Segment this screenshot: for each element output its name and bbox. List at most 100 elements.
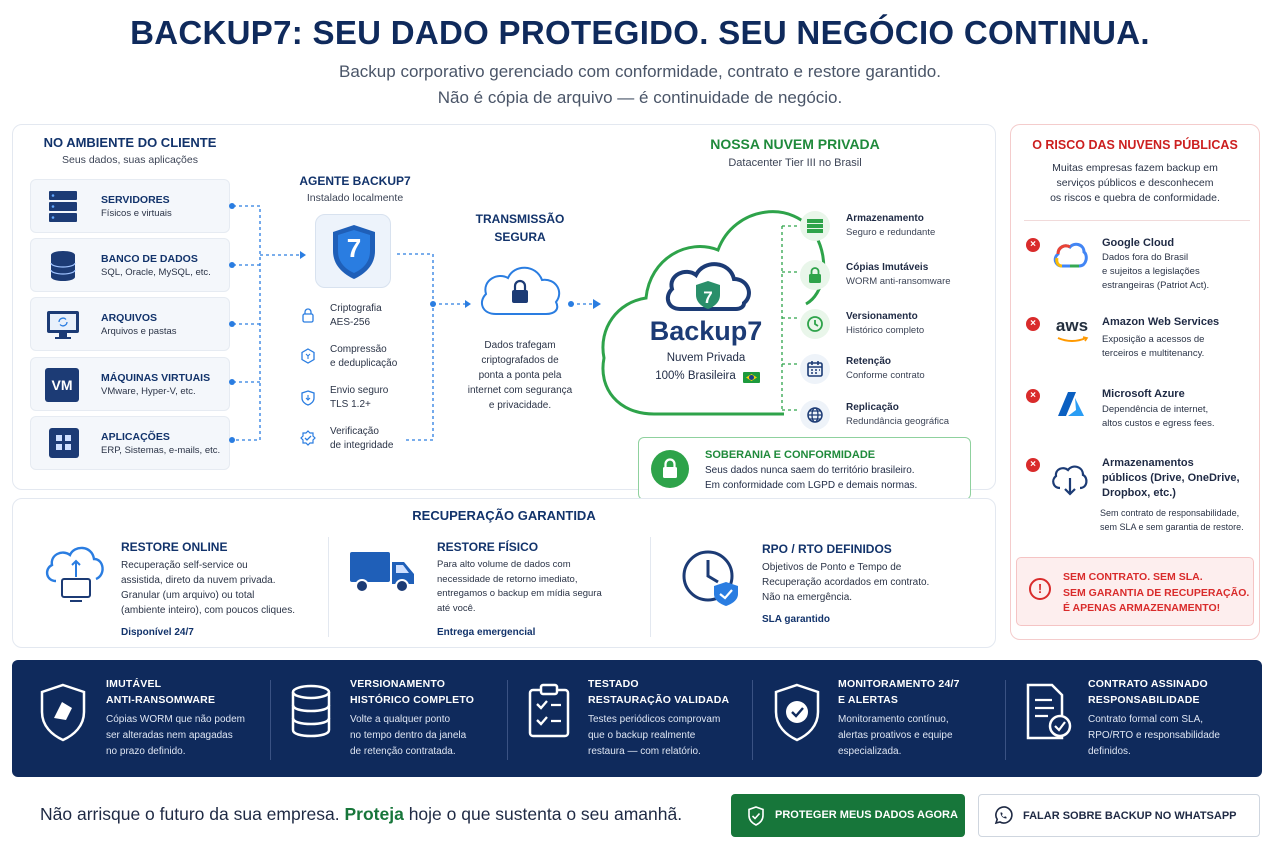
cloud-restore-icon — [45, 546, 104, 602]
client-item-title: MÁQUINAS VIRTUAIS — [101, 372, 211, 384]
agent-feature: Verificação de integridade — [330, 425, 393, 453]
risk-item-title: Armazenamentos públicos (Drive, OneDrive,… — [1102, 456, 1250, 501]
risk-item-title: Amazon Web Services — [1102, 316, 1220, 328]
cloud-item-title: Cópias Imutáveis — [846, 262, 929, 273]
whatsapp-button[interactable]: FALAR SOBRE BACKUP NO WHATSAPP — [978, 794, 1260, 837]
benefit-desc-line: de retenção contratada. — [350, 746, 456, 757]
recovery-item-desc-line: Para alto volume de dados com — [437, 559, 571, 570]
clipboard-check-icon — [528, 683, 570, 738]
globe-icon — [800, 400, 830, 430]
risk-item-desc-line: Dependência de internet, — [1102, 404, 1209, 415]
check-badge-icon — [300, 430, 316, 446]
clock-shield-icon — [682, 550, 738, 606]
risk-item-desc-line: terceiros e multitenancy. — [1102, 348, 1205, 359]
client-item-title: BANCO DE DADOS — [101, 253, 198, 265]
close-icon: × — [1026, 389, 1040, 403]
cloud-item-versioning: Versionamento Histórico completo — [800, 307, 990, 345]
vm-icon: VM — [45, 368, 79, 402]
protect-data-button[interactable]: PROTEGER MEUS DADOS AGORA — [731, 794, 965, 837]
client-item-sub: SQL, Oracle, MySQL, etc. — [101, 267, 211, 278]
monitor-shield-icon — [774, 683, 820, 742]
client-item-sub: Arquivos e pastas — [101, 326, 177, 337]
risk-alert: ! SEM CONTRATO. SEM SLA. SEM GARANTIA DE… — [1016, 557, 1254, 626]
risk-item-desc: Exposição a acessos de terceiros e multit… — [1102, 333, 1252, 361]
recovery-item-title: RESTORE ONLINE — [121, 540, 228, 554]
recovery-item-foot: SLA garantido — [762, 614, 830, 625]
benefit-title-line: E ALERTAS — [838, 694, 899, 706]
cloud-item-sub: Redundância geográfica — [846, 416, 949, 427]
client-item-files: ARQUIVOS Arquivos e pastas — [30, 297, 230, 351]
risk-alert-line: SEM GARANTIA DE RECUPERAÇÃO. — [1063, 586, 1250, 599]
agent-feature-line2: de integridade — [330, 440, 394, 451]
client-item-sub: ERP, Sistemas, e-mails, etc. — [101, 445, 221, 456]
cloud-item-title: Versionamento — [846, 311, 918, 322]
benefit-desc-line: definidos. — [1088, 746, 1131, 757]
agent-shield-icon — [333, 225, 375, 279]
cloud-item-sub: Seguro e redundante — [846, 227, 936, 238]
transmission-desc-line: Dados trafegam — [484, 340, 556, 351]
monitor-icon — [47, 311, 79, 339]
cloud-download-icon — [1052, 465, 1088, 496]
cloud-item-sub: WORM anti-ransomware — [846, 276, 951, 287]
recovery-item-desc-line: Recuperação self-service ou — [121, 560, 248, 571]
risk-item-desc: Sem contrato de responsabilidade,sem SLA… — [1100, 506, 1250, 534]
sovereignty-line-2: Em conformidade com LGPD e demais normas… — [705, 480, 918, 491]
transmission-desc-line: internet com segurança — [467, 385, 573, 396]
benefit-title-line: ANTI-RANSOMWARE — [106, 694, 216, 706]
risk-item-title-line: Armazenamentos — [1102, 457, 1194, 469]
protect-data-button-label: PROTEGER MEUS DADOS AGORA — [775, 809, 958, 821]
alert-icon: ! — [1029, 578, 1051, 600]
transmission-title-2: SEGURA — [494, 230, 546, 244]
cloud-item-immutable: Cópias Imutáveis WORM anti-ransomware — [800, 258, 990, 296]
client-connectors — [233, 205, 306, 441]
risk-item-desc-line: Sem contrato de responsabilidade, — [1100, 508, 1240, 518]
cta-text: Não arrisque o futuro da sua empresa. Pr… — [40, 804, 682, 825]
shield-icon — [301, 390, 315, 406]
client-item-title: SERVIDORES — [101, 194, 170, 206]
connector-dot — [229, 379, 235, 385]
whatsapp-button-label: FALAR SOBRE BACKUP NO WHATSAPP — [1023, 810, 1237, 822]
benefit-desc-line: ser alteradas nem apagadas — [106, 730, 233, 741]
divider — [650, 537, 651, 637]
risk-intro-line: os riscos e quebra de conformidade. — [1050, 192, 1220, 204]
risk-item-desc-line: Exposição a acessos de — [1102, 334, 1205, 345]
backup7-cloud-logo-icon: 7 — [665, 262, 751, 311]
risk-item-title-line: públicos (Drive, OneDrive, — [1102, 472, 1240, 484]
agent-connectors — [397, 253, 601, 441]
cloud-item-title: Armazenamento — [846, 213, 924, 224]
server-icon — [49, 191, 77, 222]
shield-check-icon — [748, 806, 764, 826]
client-title: NO AMBIENTE DO CLIENTE — [43, 135, 217, 150]
cloud-item-title: Retenção — [846, 356, 892, 367]
sovereignty-line-1: Seus dados nunca saem do território bras… — [705, 465, 915, 476]
agent-subtitle: Instalado localmente — [306, 192, 404, 204]
client-item-vms: VM MÁQUINAS VIRTUAIS VMware, Hyper-V, et… — [30, 357, 230, 411]
page-title: BACKUP7: SEU DADO PROTEGIDO. SEU NEGÓCIO… — [130, 14, 1150, 51]
risk-alert-line: É APENAS ARMAZENAMENTO! — [1063, 602, 1221, 614]
benefit-desc-line: especializada. — [838, 746, 902, 757]
client-item-databases: BANCO DE DADOS SQL, Oracle, MySQL, etc. — [30, 238, 230, 292]
recovery-item-desc-line: até você. — [437, 602, 476, 614]
risk-item-title-line: Dropbox, etc.) — [1102, 487, 1176, 499]
lock-icon — [302, 308, 314, 323]
benefit-title-line: TESTADO — [588, 678, 639, 690]
brazil-flag-icon — [743, 372, 760, 383]
connector-dot — [568, 301, 574, 307]
transmission-desc-line: ponta a ponta pela — [478, 370, 562, 381]
lock-icon — [800, 260, 830, 290]
client-item-servers: SERVIDORES Físicos e virtuais — [30, 179, 230, 233]
cloud-list-connector — [781, 225, 800, 411]
client-item-title: APLICAÇÕES — [101, 431, 170, 443]
divider — [1024, 220, 1250, 221]
divider — [507, 680, 508, 760]
recovery-item-title: RPO / RTO DEFINIDOS — [762, 542, 892, 556]
risk-intro: Muitas empresas fazem backup em serviços… — [1014, 161, 1256, 206]
recovery-item-foot: Entrega emergencial — [437, 627, 536, 638]
recovery-item-desc-line: entregamos o backup em mídia segura — [437, 588, 602, 599]
agent-feature-line1: Verificação — [330, 426, 379, 437]
client-item-sub: Físicos e virtuais — [101, 208, 172, 219]
google-cloud-icon — [1053, 242, 1088, 268]
agent-feature-line1: Compressão — [330, 344, 387, 355]
